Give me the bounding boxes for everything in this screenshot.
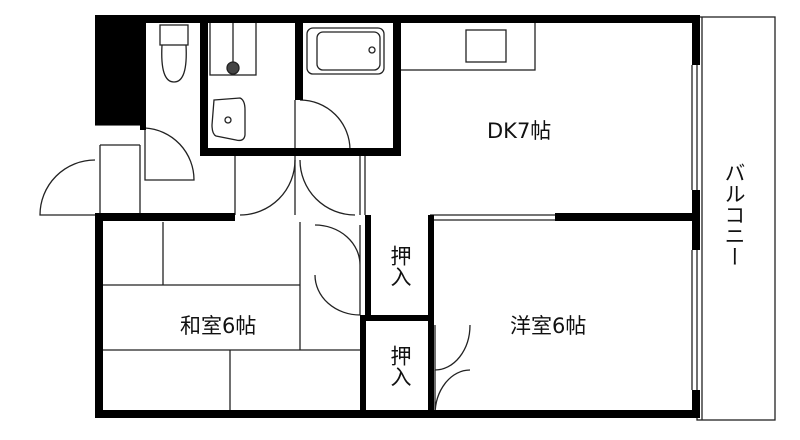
bath-inner-door-swing — [299, 99, 351, 151]
basin-icon — [211, 97, 246, 142]
room-label-youshitsu: 洋室6帖 — [510, 314, 587, 338]
closet2-door-swing — [434, 324, 471, 371]
walls — [95, 15, 700, 418]
kitchen-sink-icon — [465, 29, 507, 63]
toilet-door-swing — [144, 127, 195, 181]
toilet-icon — [161, 44, 187, 83]
room-label-closet-lower: 押入 — [388, 345, 412, 387]
wash-door-swing — [239, 159, 296, 216]
bathtub-icon — [306, 27, 385, 75]
closet-door-swing — [314, 224, 361, 266]
room-label-dk: DK7帖 — [487, 119, 552, 143]
entrance-door-swing — [39, 159, 96, 216]
room-label-balcony: バルコニー — [722, 162, 746, 267]
room-label-closet-upper: 押入 — [388, 245, 412, 287]
kitchen-counter — [399, 21, 536, 71]
bath-door-swing — [299, 159, 356, 216]
room-label-washitsu: 和室6帖 — [180, 314, 257, 338]
